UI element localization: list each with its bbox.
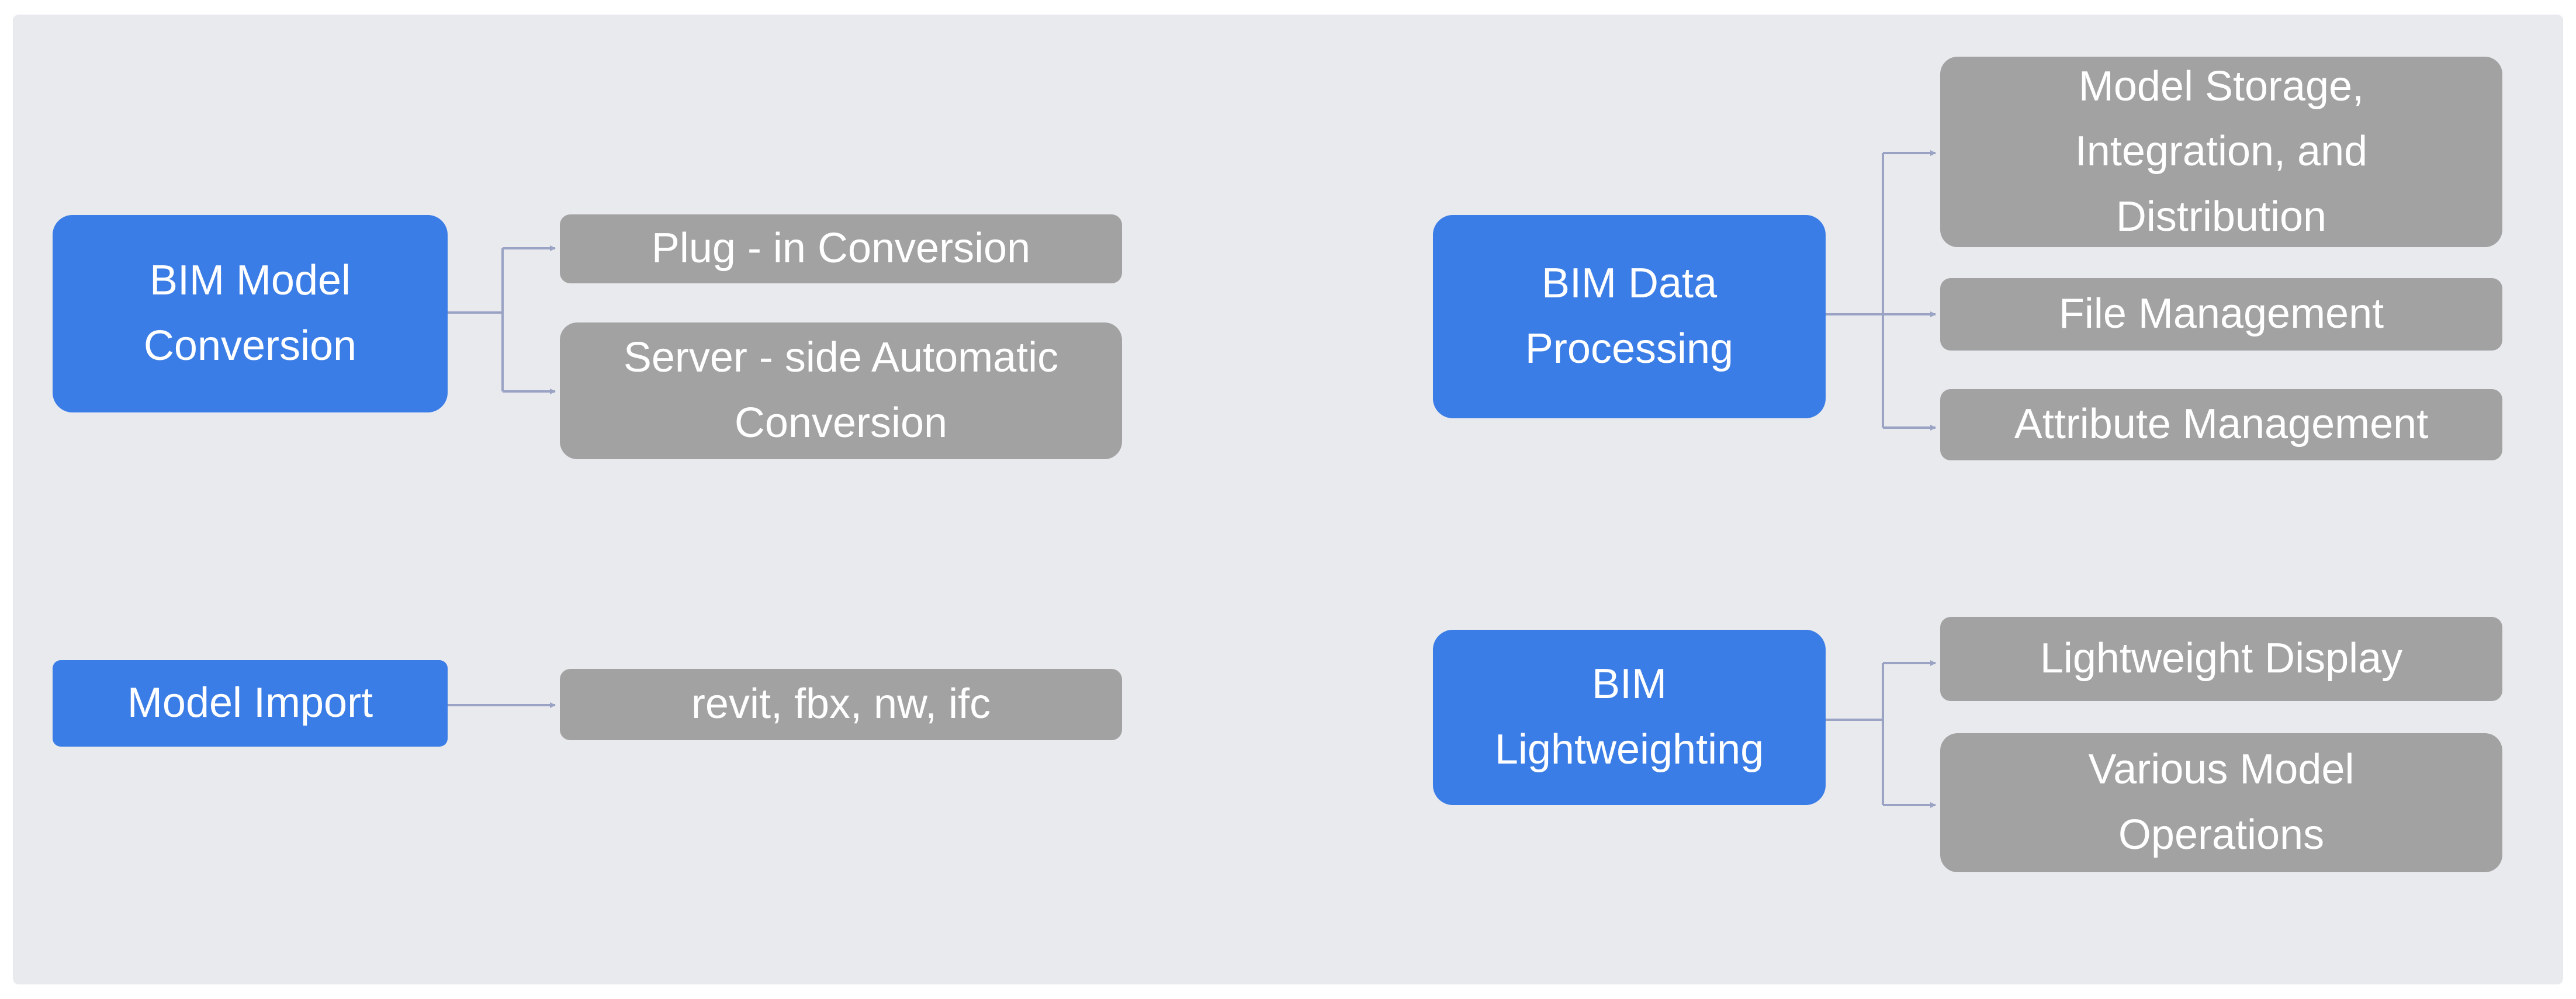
model-storage-label: Model Storage, Integration, and Distribu… (2075, 63, 2368, 240)
model-operations-node: Various Model Operations (1940, 733, 2502, 872)
bim-model-conversion-label: BIM Model Conversion (143, 257, 357, 369)
lightweight-display-label: Lightweight Display (2040, 635, 2403, 682)
model-operations-label: Various Model Operations (2088, 746, 2355, 858)
lightweight-display-node: Lightweight Display (1940, 617, 2502, 701)
model-import-label: Model Import (127, 679, 373, 727)
file-formats-label: revit, fbx, nw, ifc (691, 681, 991, 728)
server-side-conversion-node: Server - side Automatic Conversion (560, 322, 1122, 459)
file-management-node: File Management (1940, 278, 2502, 351)
bim-data-processing-label: BIM Data Processing (1525, 260, 1734, 372)
model-import-node: Model Import (53, 660, 448, 747)
file-management-label: File Management (2058, 290, 2384, 338)
bim-lightweighting-node: BIM Lightweighting (1433, 630, 1826, 805)
bim-lightweighting-label: BIM Lightweighting (1494, 661, 1764, 773)
plugin-conversion-node: Plug - in Conversion (560, 214, 1122, 283)
model-storage-node: Model Storage, Integration, and Distribu… (1940, 57, 2502, 247)
bim-data-processing-node: BIM Data Processing (1433, 215, 1826, 418)
plugin-conversion-label: Plug - in Conversion (651, 225, 1031, 272)
attribute-management-label: Attribute Management (2014, 401, 2429, 448)
file-formats-node: revit, fbx, nw, ifc (560, 669, 1122, 740)
server-side-conversion-label: Server - side Automatic Conversion (623, 334, 1059, 446)
attribute-management-node: Attribute Management (1940, 389, 2502, 460)
bim-model-conversion-node: BIM Model Conversion (53, 215, 448, 412)
